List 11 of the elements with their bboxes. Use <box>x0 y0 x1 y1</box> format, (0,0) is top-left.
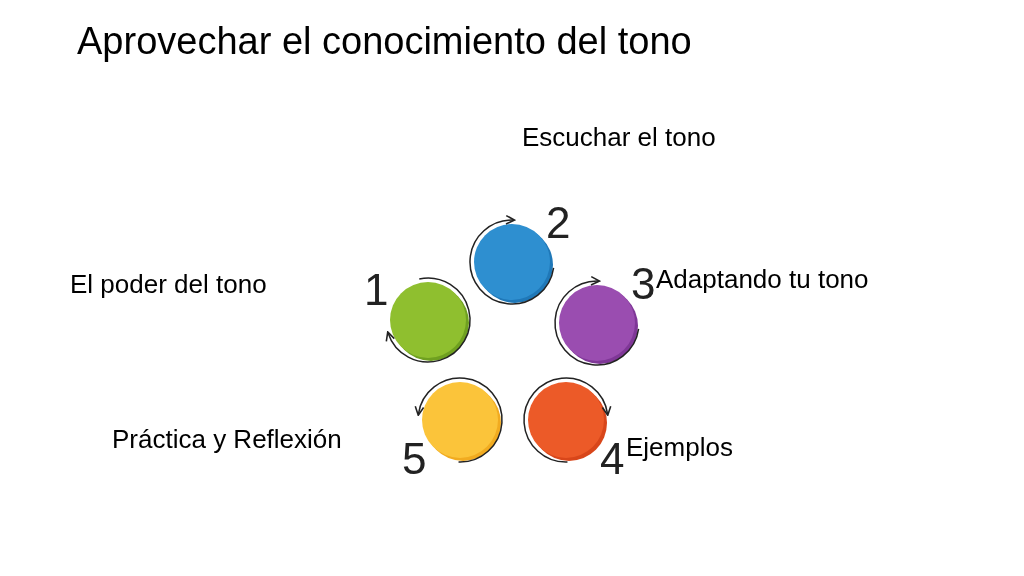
step-label: Escuchar el tono <box>522 121 716 153</box>
title: Aprovechar el conocimiento del tono <box>77 19 692 64</box>
step-number: 4 <box>599 436 625 481</box>
step-number: 5 <box>402 436 427 481</box>
step-label: Ejemplos <box>626 431 733 463</box>
step-number: 3 <box>630 262 656 307</box>
step-label: Adaptando tu tono <box>656 263 869 295</box>
step-label: Práctica y Reflexión <box>112 423 342 455</box>
step-number: 2 <box>545 201 571 246</box>
step-number: 1 <box>364 268 389 312</box>
step-label: El poder del tono <box>70 268 267 300</box>
